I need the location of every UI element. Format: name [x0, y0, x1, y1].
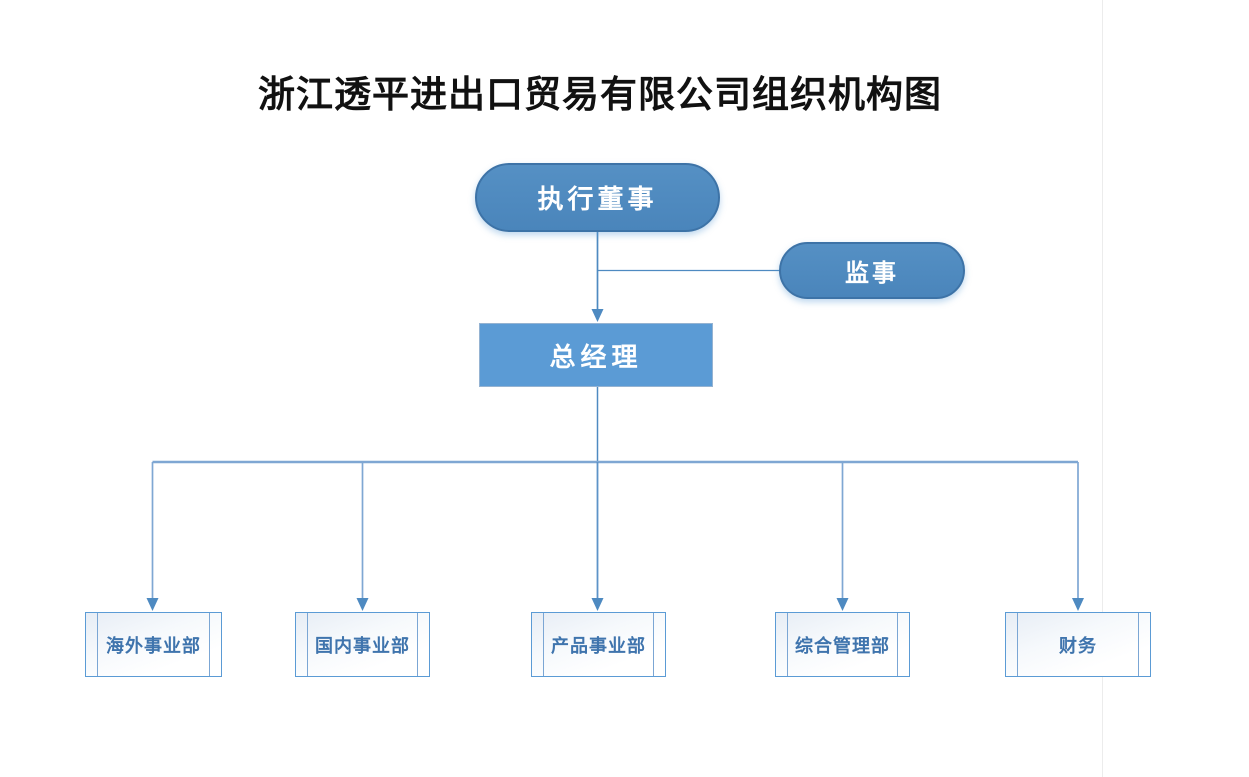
dept-side-stripe: [897, 613, 898, 676]
dept-side-stripe: [653, 613, 654, 676]
node-dept-finance-label: 财务: [1059, 635, 1097, 656]
node-dept-overseas-business-label: 海外事业部: [106, 635, 201, 656]
dept-side-stripe: [1017, 613, 1018, 676]
dept-side-stripe: [1138, 613, 1139, 676]
node-dept-product-business[interactable]: 产品事业部: [531, 612, 666, 677]
node-dept-overseas-business[interactable]: 海外事业部: [85, 612, 222, 677]
node-dept-product-business-label: 产品事业部: [551, 635, 646, 656]
node-dept-domestic-business[interactable]: 国内事业部: [295, 612, 430, 677]
node-dept-general-management[interactable]: 综合管理部: [775, 612, 910, 677]
node-executive-director-label: 执行董事: [537, 184, 658, 214]
node-dept-general-management-label: 综合管理部: [795, 635, 890, 656]
node-dept-domestic-business-label: 国内事业部: [315, 635, 410, 656]
node-supervisor[interactable]: 监事: [779, 242, 965, 299]
node-supervisor-label: 监事: [845, 260, 899, 287]
dept-side-stripe: [209, 613, 210, 676]
node-general-manager[interactable]: 总经理: [479, 323, 713, 387]
dept-side-stripe: [97, 613, 98, 676]
dept-side-stripe: [417, 613, 418, 676]
diagram-title: 浙江透平进出口贸易有限公司组织机构图: [258, 74, 942, 115]
page-edge-line: [1102, 0, 1103, 777]
dept-side-stripe: [543, 613, 544, 676]
dept-side-stripe: [307, 613, 308, 676]
dept-side-stripe: [787, 613, 788, 676]
node-dept-finance[interactable]: 财务: [1005, 612, 1151, 677]
node-general-manager-label: 总经理: [549, 341, 643, 372]
node-executive-director[interactable]: 执行董事: [475, 163, 720, 232]
